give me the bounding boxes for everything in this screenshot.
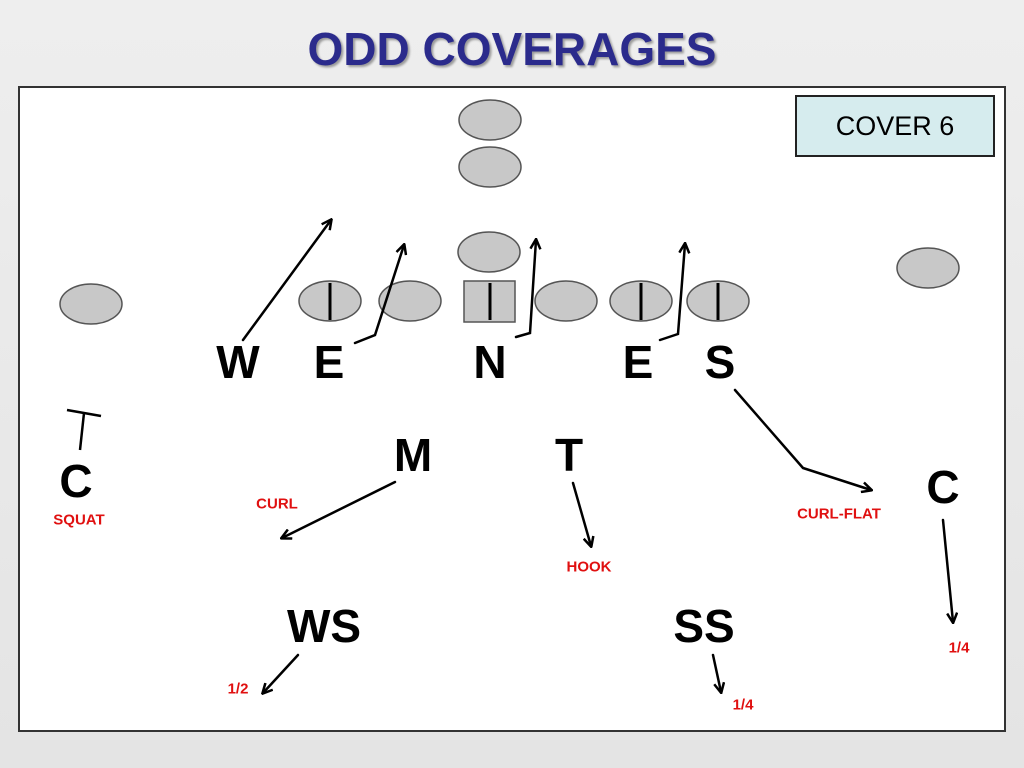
assignment-curl-flat: CURL-FLAT (797, 505, 881, 523)
s-curl-flat-path (733, 388, 871, 490)
offense-fullback (458, 146, 522, 188)
offense-qb (458, 99, 522, 141)
c-right-deep-path (941, 518, 953, 622)
defender-t: T (554, 429, 584, 481)
coverage-label-box: COVER 6 (795, 95, 995, 157)
assignment-ss-depth: 1/4 (732, 696, 754, 714)
assignment-corner-depth: 1/4 (948, 639, 970, 657)
defender-ws: WS (286, 600, 362, 652)
w-rush-path (241, 220, 331, 342)
offense-tailback (457, 231, 521, 273)
defender-n: N (473, 336, 507, 388)
defender-m: M (393, 429, 433, 481)
field-diagram (18, 86, 1006, 732)
ws-deep-path (263, 653, 300, 693)
t-hook-path (571, 481, 591, 546)
squat-marker-stem (78, 412, 86, 451)
offense-wide-receiver-right (896, 247, 960, 289)
offense-wide-receiver-left (59, 283, 123, 325)
coverage-label: COVER 6 (835, 110, 955, 141)
defender-c-left: C (59, 455, 93, 507)
assignment-hook: HOOK (566, 558, 612, 576)
defender-c-right: C (926, 461, 960, 513)
assignment-curl: CURL (256, 495, 298, 513)
defender-w: W (216, 336, 260, 388)
defender-ss: SS (673, 600, 735, 652)
defender-e-left: E (313, 336, 345, 388)
e-left-rush-path (353, 245, 404, 345)
defender-s: S (704, 336, 736, 388)
e-right-rush-path (658, 244, 685, 342)
offense-guard-right (534, 280, 598, 322)
n-rush-path (514, 240, 536, 339)
defender-e-right: E (622, 336, 654, 388)
slide-title: ODD COVERAGES (307, 23, 717, 75)
m-curl-path (282, 480, 397, 538)
offense-guard-left (378, 280, 442, 322)
assignment-squat: SQUAT (53, 511, 105, 529)
assignment-ws-depth: 1/2 (227, 680, 249, 698)
ss-deep-path (711, 653, 721, 692)
